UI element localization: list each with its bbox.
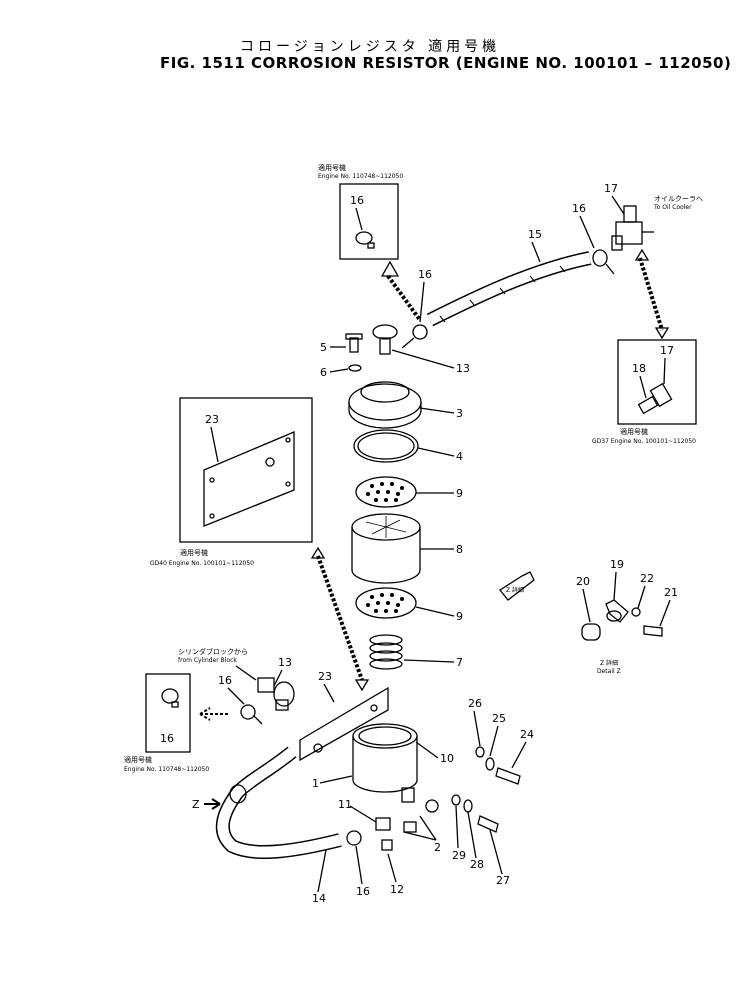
inset-right-jp: 適用号機 xyxy=(620,427,648,436)
inset-top-left-serial: Engine No. 110748~112050 xyxy=(318,173,403,180)
gasket-4 xyxy=(353,429,419,463)
callout-24: 24 xyxy=(520,728,534,741)
inset-right: 18 17 適用号機 GD37 Engine No. 100101~112050 xyxy=(592,339,697,445)
callout-21: 21 xyxy=(664,586,678,599)
callout-5: 5 xyxy=(320,341,327,354)
figure-title: FIG. 1511 CORROSION RESISTOR (ENGINE NO.… xyxy=(160,54,732,72)
callout-6: 6 xyxy=(320,366,327,379)
inset-plate-frame xyxy=(179,397,313,543)
inset-bottom-left: 16 適用号機 Engine No. 110748~112050 xyxy=(124,673,209,773)
clamp-icon xyxy=(161,688,179,704)
callout-28: 28 xyxy=(470,858,484,871)
callout-1: 1 xyxy=(312,777,319,790)
oil-cooler-label-jp: オイルクーラへ xyxy=(654,195,703,203)
inset-right-frame xyxy=(617,339,697,425)
callout-29: 29 xyxy=(452,849,466,862)
inset-plate-jp: 適用号機 xyxy=(180,548,208,557)
callout-3: 3 xyxy=(456,407,463,420)
callout-10: 10 xyxy=(440,752,454,765)
callout-25: 25 xyxy=(492,712,506,725)
callout-11: 11 xyxy=(338,798,352,811)
callout-9-top: 9 xyxy=(456,487,463,500)
valve-13-left xyxy=(257,677,295,711)
inset-right-serial: GD37 Engine No. 100101~112050 xyxy=(592,438,696,445)
element-8 xyxy=(351,513,421,584)
callout-15: 15 xyxy=(528,228,542,241)
figure-title-japanese: コロージョンレジスタ 適用号機 xyxy=(240,39,501,55)
callout-12: 12 xyxy=(390,883,404,896)
cylinder-block-label-jp: シリンダブロックから xyxy=(178,647,248,656)
detail-z: Z 詳細 20 19 22 21 Z 詳細 Detail Z xyxy=(499,558,678,675)
inset-plate-callout: 23 xyxy=(205,413,219,426)
callout-26: 26 xyxy=(468,697,482,710)
detail-z-en: Detail Z xyxy=(597,668,621,675)
callout-13-left: 13 xyxy=(278,656,292,669)
callout-23: 23 xyxy=(318,670,332,683)
callout-8: 8 xyxy=(456,543,463,556)
callout-2: 2 xyxy=(434,841,441,854)
valve-11 xyxy=(375,817,417,851)
inset-bottom-left-callout: 16 xyxy=(160,732,174,745)
callout-27: 27 xyxy=(496,874,510,887)
fitting-17 xyxy=(611,205,654,251)
callout-9-bottom: 9 xyxy=(456,610,463,623)
plate-9-top xyxy=(355,476,417,508)
inset-plate-serial: GD40 Engine No. 100101~112050 xyxy=(150,560,254,567)
cover-3 xyxy=(348,381,422,429)
oil-cooler-label-en: To Oil Cooler xyxy=(653,204,692,211)
inset-bottom-left-frame xyxy=(145,673,191,753)
inset-right-callout-17: 17 xyxy=(660,344,674,357)
z-marker: Z xyxy=(192,798,200,811)
detail-z-jp: Z 詳細 xyxy=(600,659,618,667)
inset-top-left-frame xyxy=(339,183,399,260)
plate-9-bottom xyxy=(355,587,417,619)
callout-19: 19 xyxy=(610,558,624,571)
callout-16-mid: 16 xyxy=(418,268,432,281)
callout-4: 4 xyxy=(456,450,463,463)
cylinder-block-label-en: from Cylinder Block xyxy=(178,657,237,664)
inset-top-left: 適用号機 Engine No. 110748~112050 16 xyxy=(318,163,403,260)
bracket-23 xyxy=(299,686,389,762)
spring-7 xyxy=(369,634,403,670)
inset-plate: 23 適用号機 GD40 Engine No. 100101~112050 xyxy=(150,397,313,567)
inset-right-callout-18: 18 xyxy=(632,362,646,375)
clamp-icon xyxy=(355,231,373,245)
detail-z-arrow-label: Z 詳細 xyxy=(506,586,524,594)
inset-bottom-left-serial: Engine No. 110748~112050 xyxy=(124,766,209,773)
callout-13-top: 13 xyxy=(456,362,470,375)
inset-bottom-left-jp: 適用号機 xyxy=(124,755,152,764)
callout-14: 14 xyxy=(312,892,326,905)
callout-17-top: 17 xyxy=(604,182,618,195)
body-1 xyxy=(352,723,418,803)
inset-top-left-callout: 16 xyxy=(350,194,364,207)
callout-20: 20 xyxy=(576,575,590,588)
inset-top-left-jp: 適用号機 xyxy=(318,163,346,172)
callout-16-bottom: 16 xyxy=(356,885,370,898)
callout-16-top: 16 xyxy=(572,202,586,215)
callout-7: 7 xyxy=(456,656,463,669)
callout-16-left: 16 xyxy=(218,674,232,687)
valve-13-top xyxy=(372,324,398,355)
callout-22: 22 xyxy=(640,572,654,585)
